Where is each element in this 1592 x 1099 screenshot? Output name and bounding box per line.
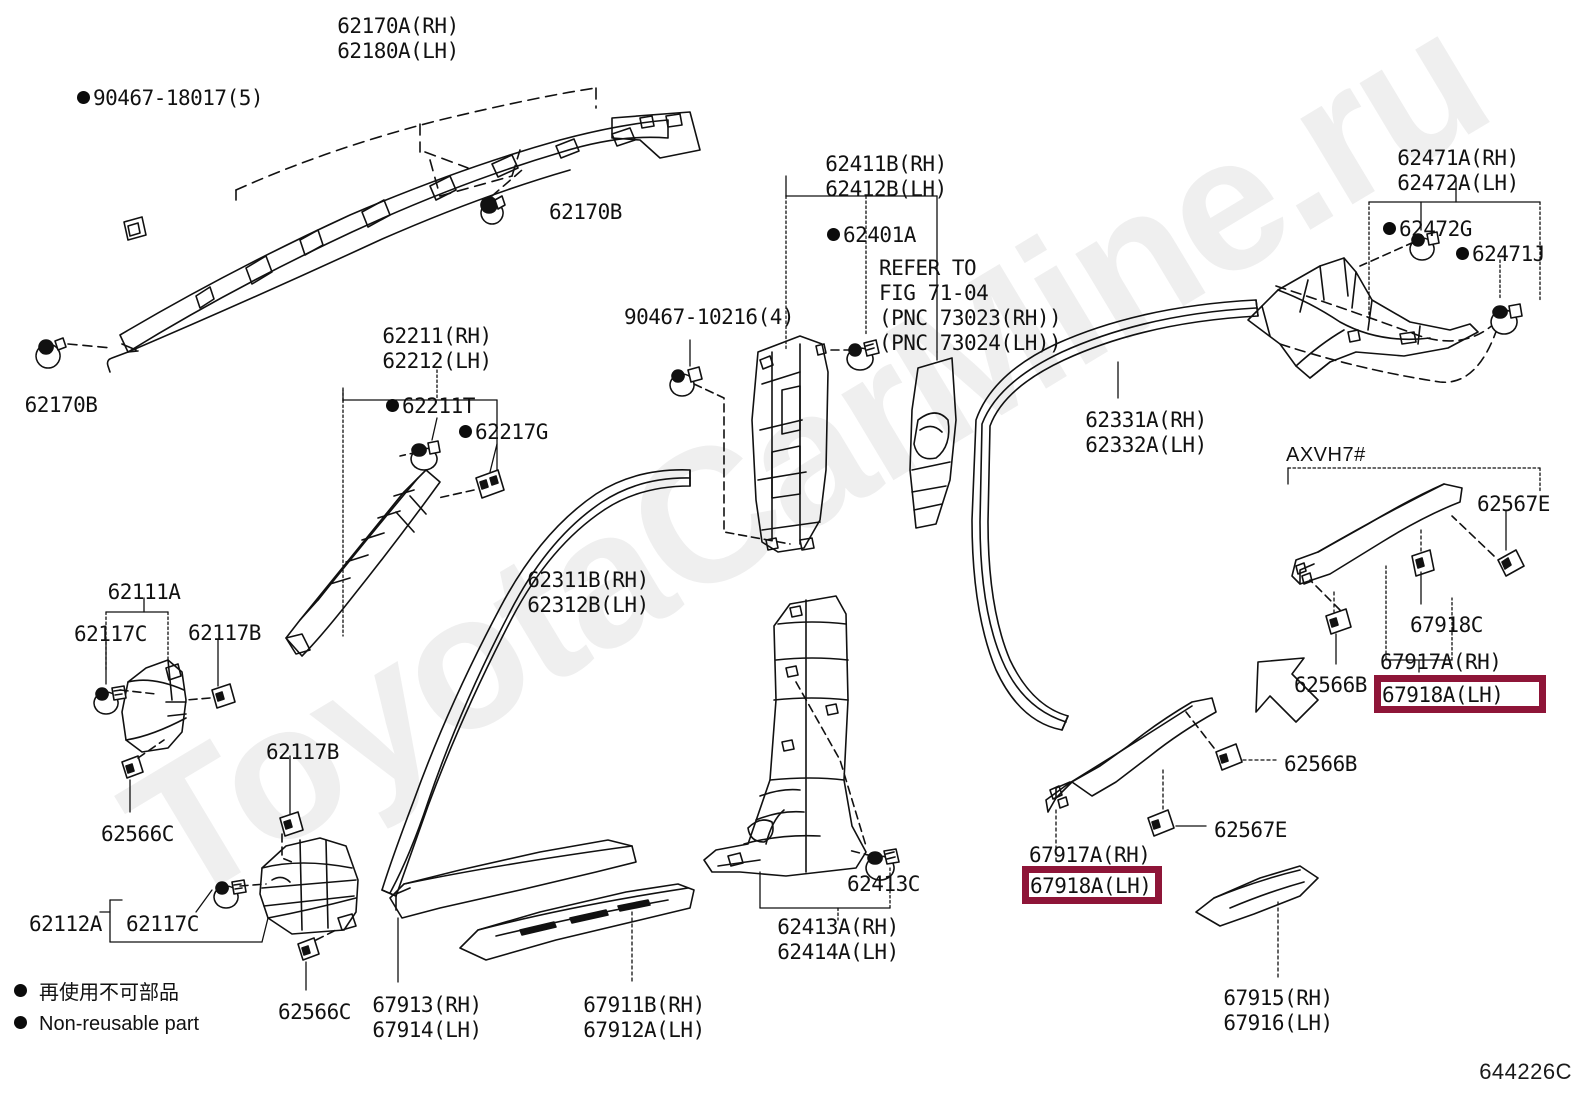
part-label: 62566C <box>101 822 174 847</box>
part-label-text: 62413C <box>847 872 920 896</box>
part-label-text: 67913(RH) 67914(LH) <box>372 993 482 1042</box>
part-label-text: 62117C <box>74 622 147 646</box>
part-label: 62566C <box>278 1000 351 1025</box>
part-label-text: 62117B <box>266 740 339 764</box>
part-label-text: 90467-18017(5) <box>93 86 264 110</box>
part-label: 67918C <box>1410 613 1483 638</box>
part-label: 62170B <box>25 393 98 418</box>
part-label: 62471J <box>1456 242 1545 267</box>
part-label-text: REFER TO FIG 71-04 (PNC 73023(RH)) (PNC … <box>879 256 1062 355</box>
part-label: 62211(RH) 62212(LH) <box>382 324 492 374</box>
part-label-text: 67911B(RH) 67912A(LH) <box>583 993 705 1042</box>
highlight-box <box>1374 675 1546 713</box>
filled-circle-icon <box>1383 221 1396 235</box>
part-label-text: 67915(RH) 67916(LH) <box>1223 986 1333 1035</box>
filled-circle-icon <box>14 983 27 997</box>
part-label-text: 62471J <box>1472 242 1545 266</box>
model-code-note: AXVH7# <box>1286 444 1366 466</box>
part-label-text: 62471A(RH) 62472A(LH) <box>1397 146 1519 195</box>
part-label: 62117C <box>74 622 147 647</box>
part-label: 67913(RH) 67914(LH) <box>372 993 482 1043</box>
part-label-text: 62566C <box>101 822 174 846</box>
part-label-text: 62566B <box>1294 673 1367 697</box>
part-label-text: 62111A <box>107 580 181 604</box>
part-label: REFER TO FIG 71-04 (PNC 73023(RH)) (PNC … <box>879 256 1062 356</box>
legend-row-japanese: 再使用不可部品 <box>14 976 199 1008</box>
part-label-text: 62566B <box>1284 752 1357 776</box>
part-label: 62217G <box>459 420 548 445</box>
part-label-text: 62217G <box>475 420 548 444</box>
highlighted-part-label: 67918A(LH) <box>1382 683 1538 707</box>
legend: 再使用不可部品 Non-reusable part <box>14 976 199 1040</box>
part-label: 90467-10216(4) <box>624 305 795 330</box>
part-label: 62413C <box>847 872 920 897</box>
part-label: 67917A(RH) <box>1380 650 1502 674</box>
part-label-text: 62401A <box>843 223 916 247</box>
part-label: 62311B(RH) 62312B(LH) <box>527 568 649 618</box>
figure-id: 644226C <box>1479 1059 1572 1084</box>
filled-circle-icon <box>1456 246 1469 260</box>
highlighted-part-label: 67918A(LH) <box>1030 874 1154 898</box>
part-label: 62471A(RH) 62472A(LH) <box>1397 146 1519 196</box>
part-label-text: 62117C <box>126 912 199 936</box>
part-label: 62211T <box>386 394 475 419</box>
part-label: 62111A <box>108 580 181 605</box>
part-label: 62170B <box>549 200 622 225</box>
part-label: 62567E <box>1477 492 1550 517</box>
part-label-text: 62331A(RH) 62332A(LH) <box>1085 408 1207 457</box>
highlight-box <box>1022 866 1162 904</box>
part-label: 67915(RH) 67916(LH) <box>1223 986 1333 1036</box>
part-label-text: 62411B(RH) 62412B(LH) <box>825 152 947 201</box>
part-label: 62472G <box>1383 217 1472 242</box>
part-label: 62112A <box>29 912 102 937</box>
part-label: 62566B <box>1284 752 1357 777</box>
part-label-text: 62413A(RH) 62414A(LH) <box>777 915 899 964</box>
part-label-text: 62170B <box>549 200 622 224</box>
part-label: 62117B <box>266 740 339 765</box>
part-label-text: 62170B <box>24 393 98 417</box>
part-label-text: 62211T <box>402 394 475 418</box>
filled-circle-icon <box>827 227 840 241</box>
part-label: 62567E <box>1214 818 1287 843</box>
part-label-text: 62170A(RH) 62180A(LH) <box>337 14 459 63</box>
part-label: 62566B <box>1294 673 1367 698</box>
part-label-text: 62112A <box>29 912 102 936</box>
legend-japanese-label: 再使用不可部品 <box>39 980 179 1004</box>
filled-circle-icon <box>386 398 399 412</box>
part-label: 67917A(RH) <box>1029 843 1151 867</box>
part-label: 62117C <box>126 912 199 937</box>
filled-circle-icon <box>459 424 472 438</box>
part-label: 62413A(RH) 62414A(LH) <box>777 915 899 965</box>
part-label-text: 62311B(RH) 62312B(LH) <box>527 568 649 617</box>
legend-row-english: Non-reusable part <box>14 1008 199 1040</box>
part-label-text: 62567E <box>1477 492 1550 516</box>
part-label-text: 62117B <box>188 621 261 645</box>
part-label-text: 62211(RH) 62212(LH) <box>382 324 492 373</box>
part-label: 90467-18017(5) <box>77 86 264 111</box>
part-label-text: 90467-10216(4) <box>624 305 795 329</box>
part-label: 67911B(RH) 67912A(LH) <box>583 993 705 1043</box>
part-label: 62170A(RH) 62180A(LH) <box>337 14 459 64</box>
part-label: 62117B <box>188 621 261 646</box>
filled-circle-icon <box>77 90 90 104</box>
part-label: 62401A <box>827 223 916 248</box>
part-label-text: 67918C <box>1410 613 1483 637</box>
part-label-text: 62566C <box>278 1000 351 1024</box>
part-label: 62331A(RH) 62332A(LH) <box>1085 408 1207 458</box>
part-label-text: 62567E <box>1214 818 1287 842</box>
filled-circle-icon <box>14 1015 27 1029</box>
part-label: 62411B(RH) 62412B(LH) <box>825 152 947 202</box>
part-label-text: 62472G <box>1399 217 1472 241</box>
legend-english-label: Non-reusable part <box>39 1013 200 1035</box>
